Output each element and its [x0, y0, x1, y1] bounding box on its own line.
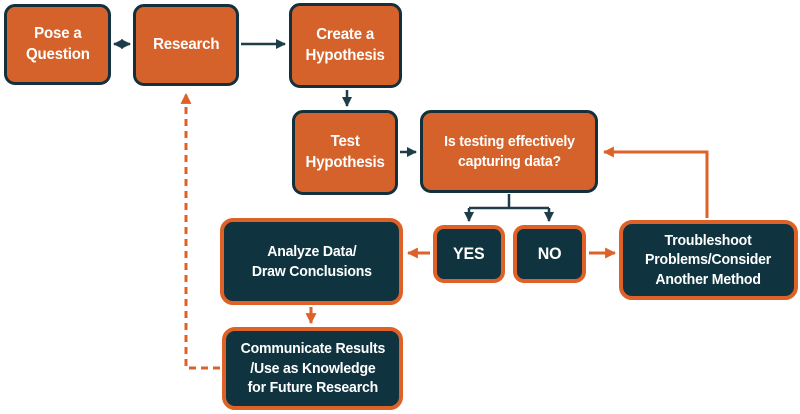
node-research: Research: [133, 4, 239, 86]
node-is-testing-question: Is testing effectively capturing data?: [420, 110, 598, 193]
node-pose-a-question-label: Pose a Question: [25, 24, 90, 63]
connector-troubleshoot-istesting: [602, 146, 709, 218]
node-troubleshoot-label: Troubleshoot Problems/Consider Another M…: [645, 231, 772, 288]
node-is-testing-question-label: Is testing effectively capturing data?: [443, 133, 575, 170]
node-no: NO: [513, 225, 586, 283]
node-yes: YES: [433, 225, 505, 283]
node-communicate-results-label: Communicate Results /Use as Knowledge fo…: [240, 340, 385, 397]
connector-communicate-research: [180, 92, 220, 370]
node-communicate-results: Communicate Results /Use as Knowledge fo…: [222, 327, 403, 410]
node-test-hypothesis-label: Test Hypothesis: [305, 132, 385, 171]
node-analyze-data-label: Analyze Data/ Draw Conclusions: [251, 243, 372, 280]
node-test-hypothesis: Test Hypothesis: [292, 110, 398, 195]
node-yes-label: YES: [453, 243, 485, 263]
node-create-a-hypothesis: Create a Hypothesis: [289, 3, 402, 88]
node-analyze-data: Analyze Data/ Draw Conclusions: [220, 218, 403, 305]
node-create-a-hypothesis-label: Create a Hypothesis: [305, 25, 386, 64]
node-pose-a-question: Pose a Question: [4, 4, 111, 85]
connector-istesting-split: [469, 194, 549, 210]
node-no-label: NO: [537, 243, 562, 263]
node-troubleshoot: Troubleshoot Problems/Consider Another M…: [619, 220, 798, 300]
node-research-label: Research: [152, 35, 220, 53]
